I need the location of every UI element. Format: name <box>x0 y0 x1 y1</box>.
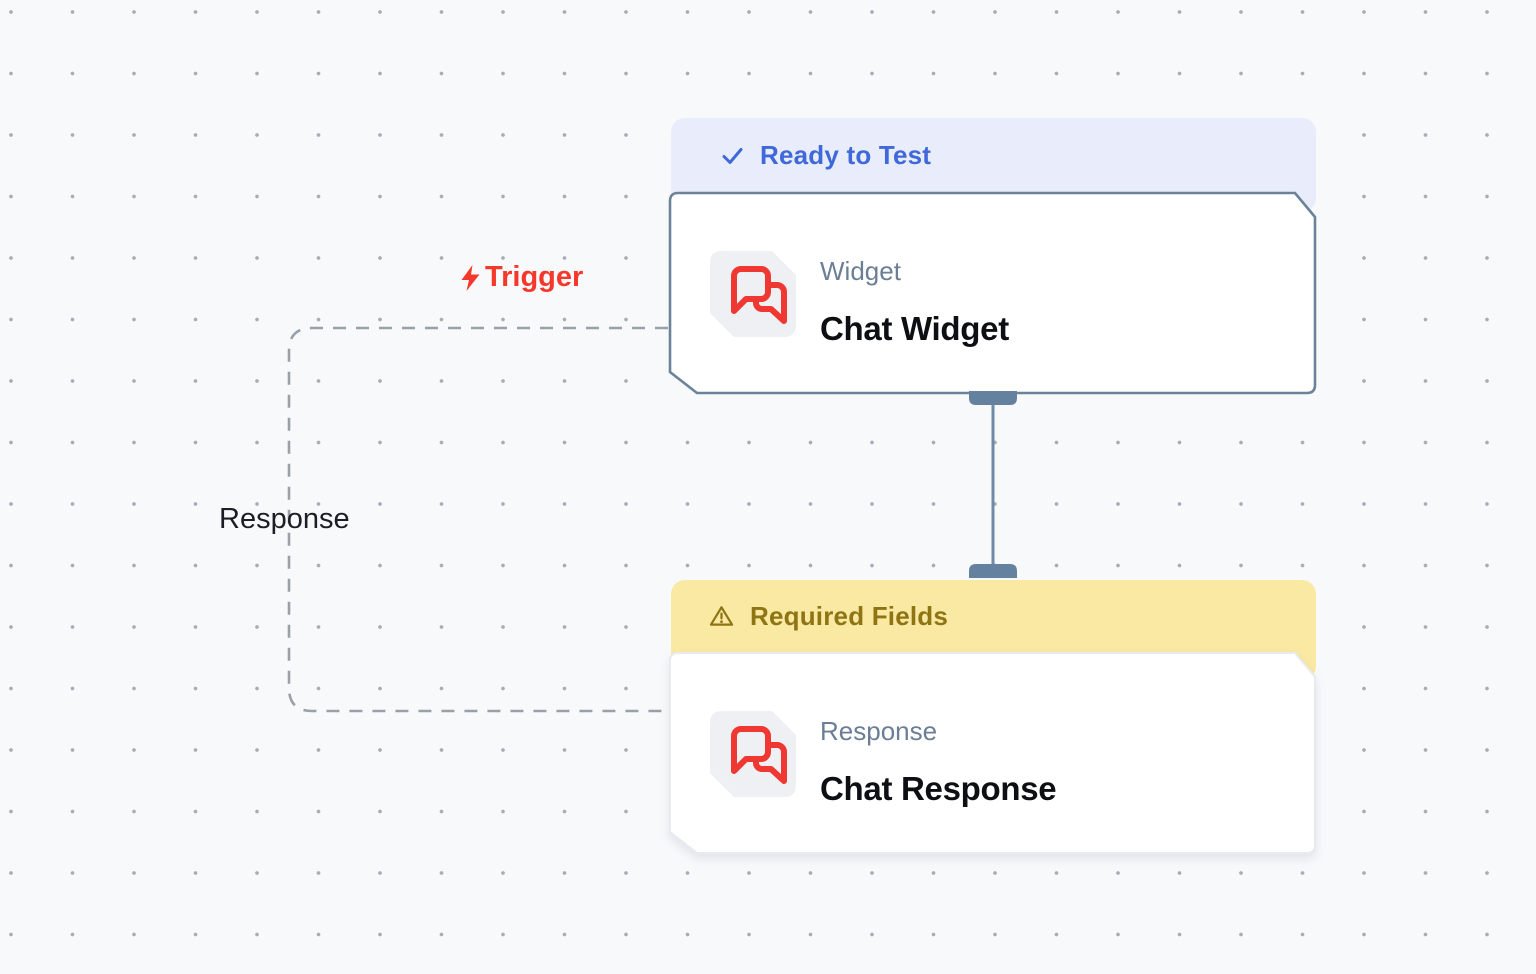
source-handle[interactable] <box>969 391 1017 405</box>
node-type-label: Response <box>820 716 938 746</box>
node-content-chat-widget[interactable]: Widget Chat Widget <box>670 193 1315 393</box>
status-label: Required Fields <box>750 600 949 631</box>
chat-bubbles-icon <box>710 711 796 797</box>
node-type-label: Widget <box>820 256 901 286</box>
target-handle[interactable] <box>969 564 1017 578</box>
trigger-edge-label-text: Trigger <box>485 261 584 293</box>
response-edge-label-text: Response <box>219 503 350 535</box>
status-label: Ready to Test <box>760 140 932 170</box>
node-title: Chat Response <box>820 770 1057 807</box>
warning-icon <box>709 606 734 626</box>
chat-bubbles-icon <box>710 251 796 337</box>
node-title: Chat Widget <box>820 310 1009 347</box>
trigger-edge-label[interactable]: Trigger <box>459 261 583 294</box>
lightning-bolt-icon <box>461 264 480 291</box>
node-content-chat-response[interactable]: Response Chat Response <box>670 653 1315 853</box>
trigger-response-edge-path[interactable] <box>287 326 668 713</box>
check-icon <box>722 148 743 164</box>
node-card-chat-response[interactable] <box>669 652 1316 854</box>
response-edge-label[interactable]: Response <box>219 503 350 536</box>
node-card-chat-widget[interactable] <box>668 191 1317 395</box>
